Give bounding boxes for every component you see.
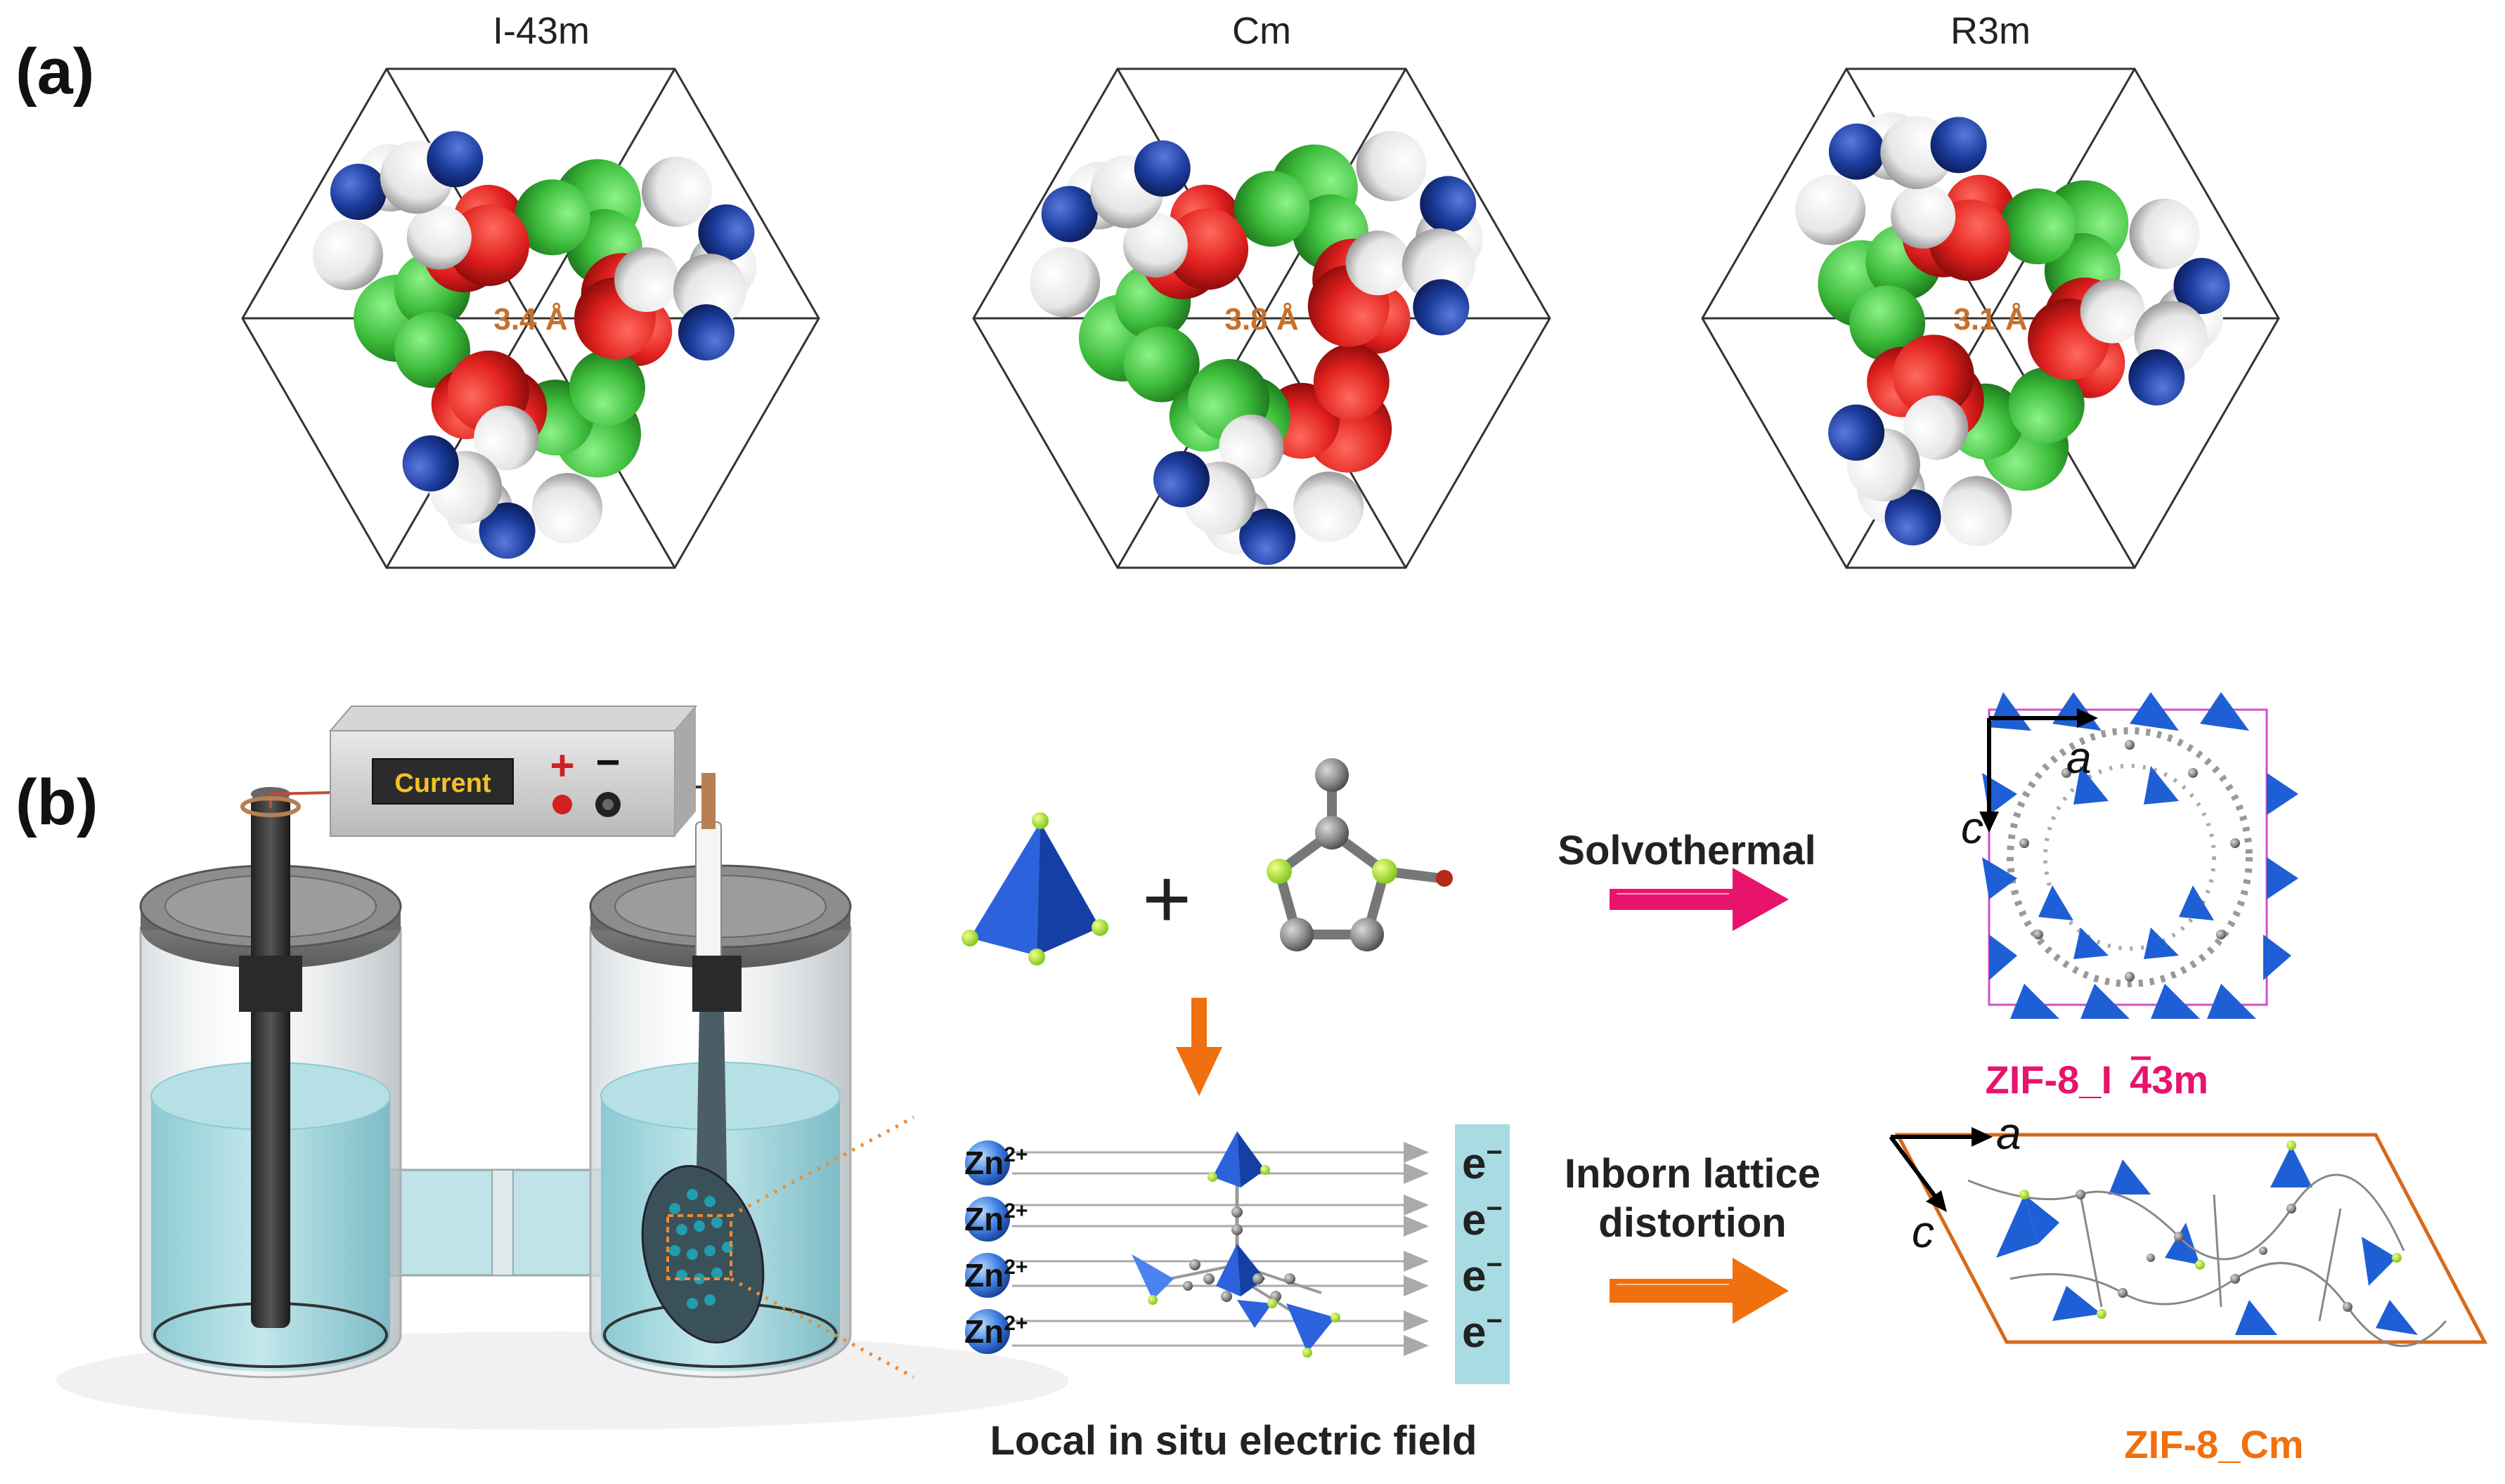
- zn-ion-sphere: [965, 1253, 1010, 1298]
- plus-terminal-sign: +: [550, 742, 574, 789]
- zn-ion-label: Zn2+: [964, 1312, 1028, 1350]
- panel-a-label: (a): [15, 36, 95, 108]
- field-caption: Local in situ electric field: [990, 1418, 1477, 1464]
- zn-ion-charge: 2+: [1004, 1143, 1028, 1166]
- electron-symbol: e: [1462, 1308, 1486, 1357]
- left-cell: [139, 787, 402, 1379]
- electron-charge: −: [1486, 1193, 1502, 1224]
- pore-size-label-1: 3.4 Å: [493, 302, 567, 337]
- axis-a-label-1: a: [2066, 732, 2092, 783]
- space-group-label-2: Cm: [1232, 10, 1291, 52]
- zn-ion-sphere: [965, 1140, 1010, 1185]
- electron-charge: −: [1486, 1306, 1502, 1336]
- electron-symbol: e: [1462, 1196, 1486, 1244]
- electron-label: e−: [1462, 1137, 1503, 1188]
- zn-ions: Zn2+Zn2+Zn2+Zn2+: [964, 1140, 1028, 1354]
- panel-b-label: (b): [15, 767, 98, 838]
- zn-ion-symbol: Zn: [964, 1145, 1004, 1181]
- zn-ion-label: Zn2+: [964, 1199, 1028, 1237]
- electrochemical-cell: Current + −: [56, 705, 1068, 1430]
- axis-c-label-1: c: [1961, 802, 1983, 853]
- zn-ion-sphere: [965, 1197, 1010, 1242]
- distortion-label-line2: distortion: [1598, 1200, 1786, 1246]
- panel-b-figure: Current + − +: [56, 692, 2488, 1466]
- left-electrode: [251, 794, 290, 1328]
- zn-ion-label: Zn2+: [964, 1256, 1028, 1294]
- electron-symbol: e: [1462, 1140, 1486, 1188]
- space-group-label-1: I-43m: [493, 10, 590, 52]
- electrons: e−e−e−e−: [1462, 1137, 1503, 1357]
- distortion-label-line1: Inborn lattice: [1565, 1151, 1820, 1197]
- electron-label: e−: [1462, 1193, 1503, 1244]
- zn-ion: Zn2+: [964, 1140, 1028, 1185]
- structure-cm: 3.8 Å: [972, 67, 1551, 569]
- zn-ion: Zn2+: [964, 1309, 1028, 1354]
- electron-label: e−: [1462, 1306, 1503, 1357]
- structure-r3m: 3.1 Å: [1701, 67, 2280, 569]
- space-group-label-3: R3m: [1950, 10, 2031, 52]
- zn-ion: Zn2+: [964, 1197, 1028, 1242]
- minus-terminal-sign: −: [595, 738, 620, 786]
- electron-charge: −: [1486, 1249, 1502, 1280]
- axis-c-label-2: c: [1912, 1206, 1934, 1257]
- zn-ion-symbol: Zn: [964, 1313, 1004, 1350]
- route-solvothermal: Solvothermal: [1558, 828, 1816, 931]
- right-cell: [589, 821, 852, 1379]
- zn-ion-charge: 2+: [1004, 1312, 1028, 1335]
- imidazole-ligand: [1267, 758, 1453, 951]
- pore-size-label-2: 3.8 Å: [1224, 302, 1298, 337]
- zn-ion: Zn2+: [964, 1253, 1028, 1298]
- zn-ion-charge: 2+: [1004, 1199, 1028, 1223]
- ring-atoms: [313, 131, 757, 559]
- product-cm-structure: a c: [1889, 1108, 2488, 1347]
- zn-ion-symbol: Zn: [964, 1257, 1004, 1294]
- structure-i43m: 3.4 Å: [241, 67, 820, 569]
- zn-ion-charge: 2+: [1004, 1256, 1028, 1279]
- down-arrow: [1176, 998, 1222, 1096]
- power-supply: Current + −: [328, 705, 698, 837]
- field-lines: [1012, 1142, 1429, 1356]
- electron-symbol: e: [1462, 1252, 1486, 1301]
- product-i43m-structure: a c: [1961, 692, 2298, 1019]
- product-cm-label: ZIF-8_Cm: [2124, 1422, 2303, 1466]
- axis-a-label-2: a: [1996, 1108, 2021, 1159]
- pore-size-label-3: 3.1 Å: [1953, 302, 2027, 337]
- zn-tetrahedron: [962, 812, 1108, 965]
- zn-ion-symbol: Zn: [964, 1201, 1004, 1237]
- electron-label: e−: [1462, 1249, 1503, 1301]
- panel-a-figure: 3.4 Å: [241, 10, 2280, 569]
- product-i43m-label-prefix: ZIF-8_I: [1986, 1057, 2112, 1102]
- display-text: Current: [394, 769, 491, 798]
- electron-charge: −: [1486, 1137, 1502, 1168]
- electric-field-scheme: Zn2+Zn2+Zn2+Zn2+ e−e−e−e− Local in situ …: [964, 1124, 1510, 1464]
- zif-cluster: [1132, 1131, 1340, 1358]
- electron-bar: [1455, 1124, 1510, 1384]
- display-panel: [372, 758, 514, 805]
- solvothermal-label: Solvothermal: [1558, 828, 1815, 873]
- product-i43m-label-suffix: 43m: [2130, 1057, 2208, 1102]
- zn-ion-label: Zn2+: [964, 1143, 1028, 1181]
- zn-ion-sphere: [965, 1309, 1010, 1354]
- route-distortion: Inborn lattice distortion: [1565, 1151, 1820, 1324]
- plus-operator: +: [1142, 852, 1191, 946]
